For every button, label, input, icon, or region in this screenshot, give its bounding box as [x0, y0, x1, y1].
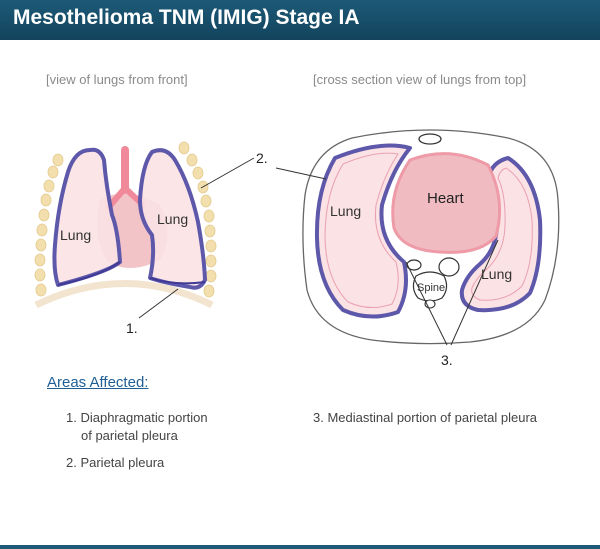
top-lung-left-inner [324, 152, 399, 308]
top-heart-label: Heart [427, 190, 465, 207]
marker-1-label: 1. [126, 320, 138, 336]
page-title: Mesothelioma TNM (IMIG) Stage IA [13, 6, 360, 29]
top-lung-left [314, 143, 412, 319]
sternum [418, 133, 442, 145]
front-lung-right-label: Lung [157, 211, 188, 227]
marker-3-label: 3. [441, 352, 453, 368]
area-item-1-line2: of parietal pleura [81, 428, 178, 443]
marker-2-label: 2. [256, 150, 268, 166]
marker-3-line-right [450, 239, 499, 346]
footer-bar [0, 545, 600, 549]
top-lung-right-inner [471, 167, 533, 301]
marker-1-line [138, 288, 179, 319]
front-ribs-right [178, 141, 217, 298]
top-view-caption: [cross section view of lungs from top] [313, 72, 527, 87]
marker-3-line-left [405, 261, 448, 346]
front-lung-right [138, 148, 207, 290]
front-diaphragm [34, 280, 214, 309]
top-lung-left-label: Lung [330, 203, 361, 219]
front-view-caption: [view of lungs from front] [46, 72, 188, 87]
front-lung-left-label: Lung [60, 227, 91, 243]
front-lung-left [52, 147, 122, 287]
front-ribs-left [34, 153, 64, 297]
front-diaphragmatic-pleura [57, 261, 121, 286]
spine-label: Spine [417, 282, 445, 294]
area-item-1-line1: 1. Diaphragmatic portion [66, 410, 208, 425]
top-view: Heart Lung Lung Spine 2. 3. [200, 129, 560, 368]
marker-2-line-top [275, 167, 327, 180]
aorta [438, 257, 460, 277]
area-item-3: 3. Mediastinal portion of parietal pleur… [313, 410, 538, 425]
marker-2-line-front [200, 157, 255, 189]
area-item-2: 2. Parietal pleura [66, 455, 165, 470]
header-bar: Mesothelioma TNM (IMIG) Stage IA [0, 0, 600, 40]
top-lung-right-label: Lung [481, 266, 512, 282]
front-diaphragmatic-pleura-right [149, 277, 206, 285]
areas-affected-heading: Areas Affected: [47, 374, 149, 391]
top-heart [391, 152, 502, 254]
front-view: Lung Lung 1. [34, 141, 217, 336]
